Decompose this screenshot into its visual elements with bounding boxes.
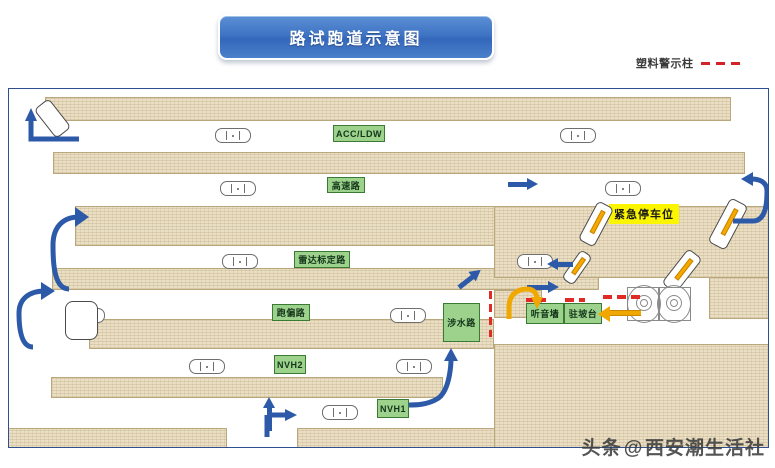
- warning-cone-line-hold-top: [565, 298, 585, 302]
- station-text: 听音墙: [530, 309, 560, 319]
- station-text: 跑偏路: [276, 308, 306, 318]
- car-icon: [220, 181, 256, 196]
- track-band-row1-lower: [53, 152, 745, 174]
- station-label-nvh1: NVH1: [377, 399, 409, 418]
- roundabout-outer-ring-right: [657, 285, 691, 323]
- car-icon: [189, 359, 225, 374]
- warning-cone-line-horizontal: [603, 295, 643, 299]
- station-label-nvh2: NVH2: [274, 355, 306, 374]
- car-icon: [222, 254, 258, 269]
- roundabout-inner-ring-left: [636, 295, 652, 311]
- car-icon: [322, 405, 358, 420]
- roundabout-core-right: [670, 299, 678, 307]
- station-label-water-wading: 涉水路: [443, 303, 480, 342]
- car-icon: [396, 359, 432, 374]
- flow-arc-left-uturn-lower: [16, 282, 55, 350]
- station-text: NVH2: [276, 359, 303, 370]
- legend-label: 塑料警示柱: [636, 58, 694, 70]
- watermark: 头条@西安潮生活社: [581, 433, 765, 460]
- watermark-at-sign: @: [623, 438, 643, 459]
- track-band-row5: [51, 377, 443, 398]
- track-area-right-lower: [494, 344, 768, 447]
- track-band-row1-upper: [45, 97, 731, 121]
- station-label-acc-ldw: ACC/LDW: [333, 125, 385, 142]
- station-text: 驻坡台: [568, 309, 598, 319]
- car-icon: [560, 128, 596, 143]
- emergency-parking-text: 紧急停车位: [614, 209, 674, 221]
- watermark-prefix: 头条: [581, 438, 622, 459]
- station-label-radar-calibration: 雷达标定路: [294, 251, 350, 268]
- flow-arc-top-right-uturn: [733, 172, 768, 224]
- flow-arrow-to-sound-wall: [527, 281, 559, 293]
- track-band-bottom-left: [9, 428, 227, 447]
- watermark-account: 西安潮生活社: [644, 438, 765, 459]
- legend-dashed-line-swatch: [700, 61, 743, 65]
- flow-arc-left-uturn-upper: [50, 207, 89, 292]
- flow-arc-yellow-loop-sound-wall: [506, 286, 543, 319]
- flow-arrow-mid-slot: [547, 258, 573, 270]
- parking-bay-left: [65, 301, 98, 340]
- station-label-gaosulu: 高速路: [327, 177, 365, 193]
- station-text: 雷达标定路: [298, 255, 346, 265]
- track-area-right-far: [709, 277, 768, 319]
- flow-arc-top-left: [25, 108, 79, 142]
- warning-cone-line-vertical: [489, 291, 492, 337]
- yellow-flow-arrow-to-hill-hold: [598, 306, 641, 322]
- station-label-drift-road: 跑偏路: [272, 304, 310, 321]
- flow-arrow-straight-mid: [508, 178, 538, 190]
- diagram-canvas: ACC/LDW 高速路 雷达标定路 跑偏路 涉水路 听音墙 驻坡台 NVH2 N…: [8, 88, 769, 448]
- roundabout-core-left: [640, 299, 648, 307]
- flow-arc-bottom-right-uturn: [408, 348, 458, 408]
- flow-arc-bottom-left-loop: [264, 409, 297, 437]
- emergency-parking-label: 紧急停车位: [609, 204, 679, 224]
- page-title: 路试跑道示意图: [289, 31, 423, 48]
- legend: 塑料警示柱: [636, 55, 743, 71]
- car-icon: [390, 308, 426, 323]
- car-icon: [215, 128, 251, 143]
- track-band-row4: [89, 319, 494, 349]
- station-text: 高速路: [331, 180, 361, 191]
- station-label-hill-hold: 驻坡台: [564, 303, 602, 324]
- station-text: ACC/LDW: [336, 128, 382, 139]
- page-title-banner: 路试跑道示意图: [218, 14, 494, 60]
- car-icon: [605, 181, 641, 196]
- station-text: 涉水路: [447, 318, 476, 328]
- station-text: NVH1: [379, 403, 406, 414]
- station-label-sound-wall: 听音墙: [526, 303, 564, 324]
- track-band-bottom-right: [297, 428, 497, 447]
- roundabout-inner-ring-right: [666, 295, 682, 311]
